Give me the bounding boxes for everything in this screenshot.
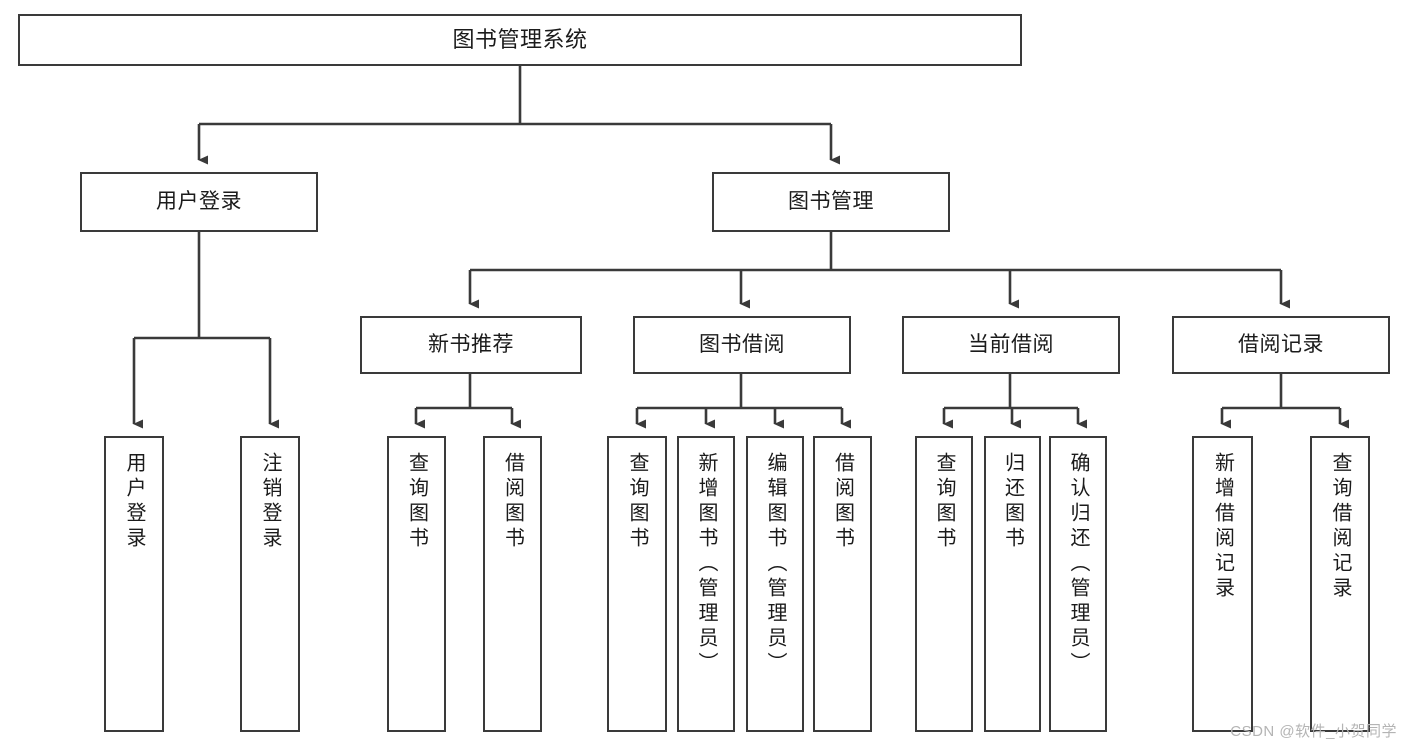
node-root-label: 图书管理系统	[452, 26, 588, 52]
node-user-login[interactable]: 用户登录	[80, 172, 318, 232]
node-leaf-query-book-2[interactable]: 查询图书	[607, 436, 667, 732]
node-book-borrow[interactable]: 图书借阅	[633, 316, 851, 374]
node-leaf-borrow-book-2-label: 借阅图书	[831, 452, 854, 552]
node-leaf-borrow-book-1[interactable]: 借阅图书	[483, 436, 542, 732]
node-book-manage-label: 图书管理	[788, 190, 874, 214]
node-leaf-add-book[interactable]: 新增图书（管理员）	[677, 436, 735, 732]
node-leaf-return-book[interactable]: 归还图书	[984, 436, 1041, 732]
node-borrow-record[interactable]: 借阅记录	[1172, 316, 1390, 374]
node-leaf-logout-label: 注销登录	[259, 452, 281, 552]
node-leaf-edit-book[interactable]: 编辑图书（管理员）	[746, 436, 804, 732]
node-leaf-add-book-label: 新增图书（管理员）	[695, 452, 717, 677]
node-leaf-query-book-1[interactable]: 查询图书	[387, 436, 446, 732]
node-new-book-rec[interactable]: 新书推荐	[360, 316, 582, 374]
node-current-borrow[interactable]: 当前借阅	[902, 316, 1120, 374]
watermark-text: CSDN @软件_小贺同学	[1230, 723, 1397, 740]
node-leaf-query-book-3[interactable]: 查询图书	[915, 436, 973, 732]
node-leaf-edit-book-label: 编辑图书（管理员）	[764, 452, 786, 677]
node-leaf-query-book-3-label: 查询图书	[933, 452, 955, 552]
node-new-book-rec-label: 新书推荐	[428, 333, 514, 357]
node-current-borrow-label: 当前借阅	[968, 333, 1054, 357]
node-leaf-query-record[interactable]: 查询借阅记录	[1310, 436, 1370, 732]
node-book-manage[interactable]: 图书管理	[712, 172, 950, 232]
node-leaf-query-book-1-label: 查询图书	[405, 452, 428, 552]
node-root[interactable]: 图书管理系统	[18, 14, 1022, 66]
node-leaf-return-book-label: 归还图书	[1001, 452, 1024, 552]
node-leaf-query-record-label: 查询借阅记录	[1329, 452, 1351, 602]
node-borrow-record-label: 借阅记录	[1238, 333, 1324, 357]
node-leaf-borrow-book-2[interactable]: 借阅图书	[813, 436, 872, 732]
node-leaf-add-record-label: 新增借阅记录	[1211, 452, 1234, 602]
node-user-login-label: 用户登录	[156, 190, 242, 214]
node-leaf-confirm-return-label: 确认归还（管理员）	[1067, 452, 1089, 677]
node-leaf-borrow-book-1-label: 借阅图书	[501, 452, 524, 552]
node-leaf-add-record[interactable]: 新增借阅记录	[1192, 436, 1253, 732]
node-leaf-logout[interactable]: 注销登录	[240, 436, 300, 732]
node-leaf-user-login-label: 用户登录	[123, 452, 145, 552]
node-book-borrow-label: 图书借阅	[699, 333, 785, 357]
node-leaf-user-login[interactable]: 用户登录	[104, 436, 164, 732]
node-leaf-confirm-return[interactable]: 确认归还（管理员）	[1049, 436, 1107, 732]
node-leaf-query-book-2-label: 查询图书	[626, 452, 648, 552]
